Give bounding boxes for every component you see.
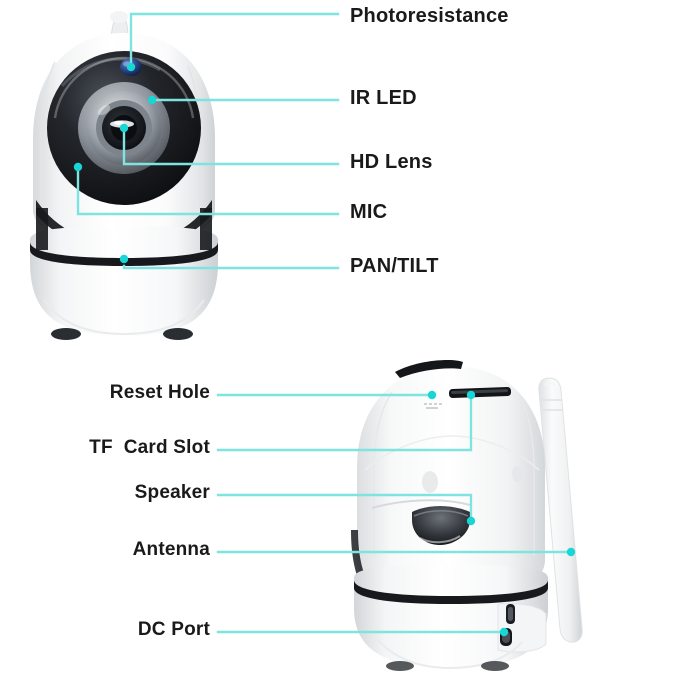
rear-base-seam-band <box>354 580 548 604</box>
top-leader-dots <box>73 62 157 264</box>
upper-port <box>506 604 515 624</box>
rear-dimple-right <box>512 466 522 482</box>
dot-hd-lens <box>119 123 129 133</box>
dot-ir-led <box>147 95 157 105</box>
rear-printed-text <box>424 403 442 409</box>
camera-base-body <box>30 226 218 336</box>
camera-rear-illustration <box>351 360 583 671</box>
dot-dc-port <box>499 627 509 637</box>
rear-foot-right <box>481 661 509 671</box>
label-hd-lens: HD Lens <box>350 151 433 173</box>
label-mic: MIC <box>350 201 388 223</box>
rear-foot-left <box>386 661 414 671</box>
leader-pan-tilt <box>122 264 340 270</box>
rear-dimple-left <box>422 471 438 493</box>
bottom-leader-lines <box>216 392 573 634</box>
label-pan-tilt: PAN/TILT <box>350 255 439 277</box>
top-leader-lines <box>76 12 340 270</box>
label-reset-hole: Reset Hole <box>109 382 210 403</box>
base-foot-left <box>51 328 81 340</box>
label-tf-card-slot: TF Card Slot <box>89 437 210 458</box>
leader-hd-lens <box>122 126 340 166</box>
base-seam-band <box>30 242 218 266</box>
dot-pan-tilt <box>119 254 129 264</box>
leader-tf-card-slot <box>216 392 473 452</box>
dot-photoresistance <box>126 62 136 72</box>
dot-reset-hole <box>427 390 437 400</box>
tf-card-slot <box>448 387 512 398</box>
rear-head-body <box>357 366 545 600</box>
dot-speaker <box>466 516 476 526</box>
leader-speaker <box>216 493 473 523</box>
label-ir-led: IR LED <box>350 87 417 109</box>
label-dc-port: DC Port <box>137 619 210 640</box>
dot-mic <box>73 162 83 172</box>
speaker-recess <box>412 506 470 545</box>
base-foot-right <box>163 328 193 340</box>
dot-antenna <box>566 547 576 557</box>
bottom-leader-dots <box>427 390 576 637</box>
label-antenna: Antenna <box>132 539 210 560</box>
camera-front-illustration <box>30 11 218 340</box>
rear-top-band <box>395 360 463 378</box>
dot-tf-card-slot <box>466 390 476 400</box>
leader-photoresistance <box>129 12 340 69</box>
leader-mic <box>76 165 340 216</box>
antenna-rod <box>538 377 583 643</box>
label-speaker: Speaker <box>134 482 210 503</box>
label-photoresistance: Photoresistance <box>350 5 509 27</box>
